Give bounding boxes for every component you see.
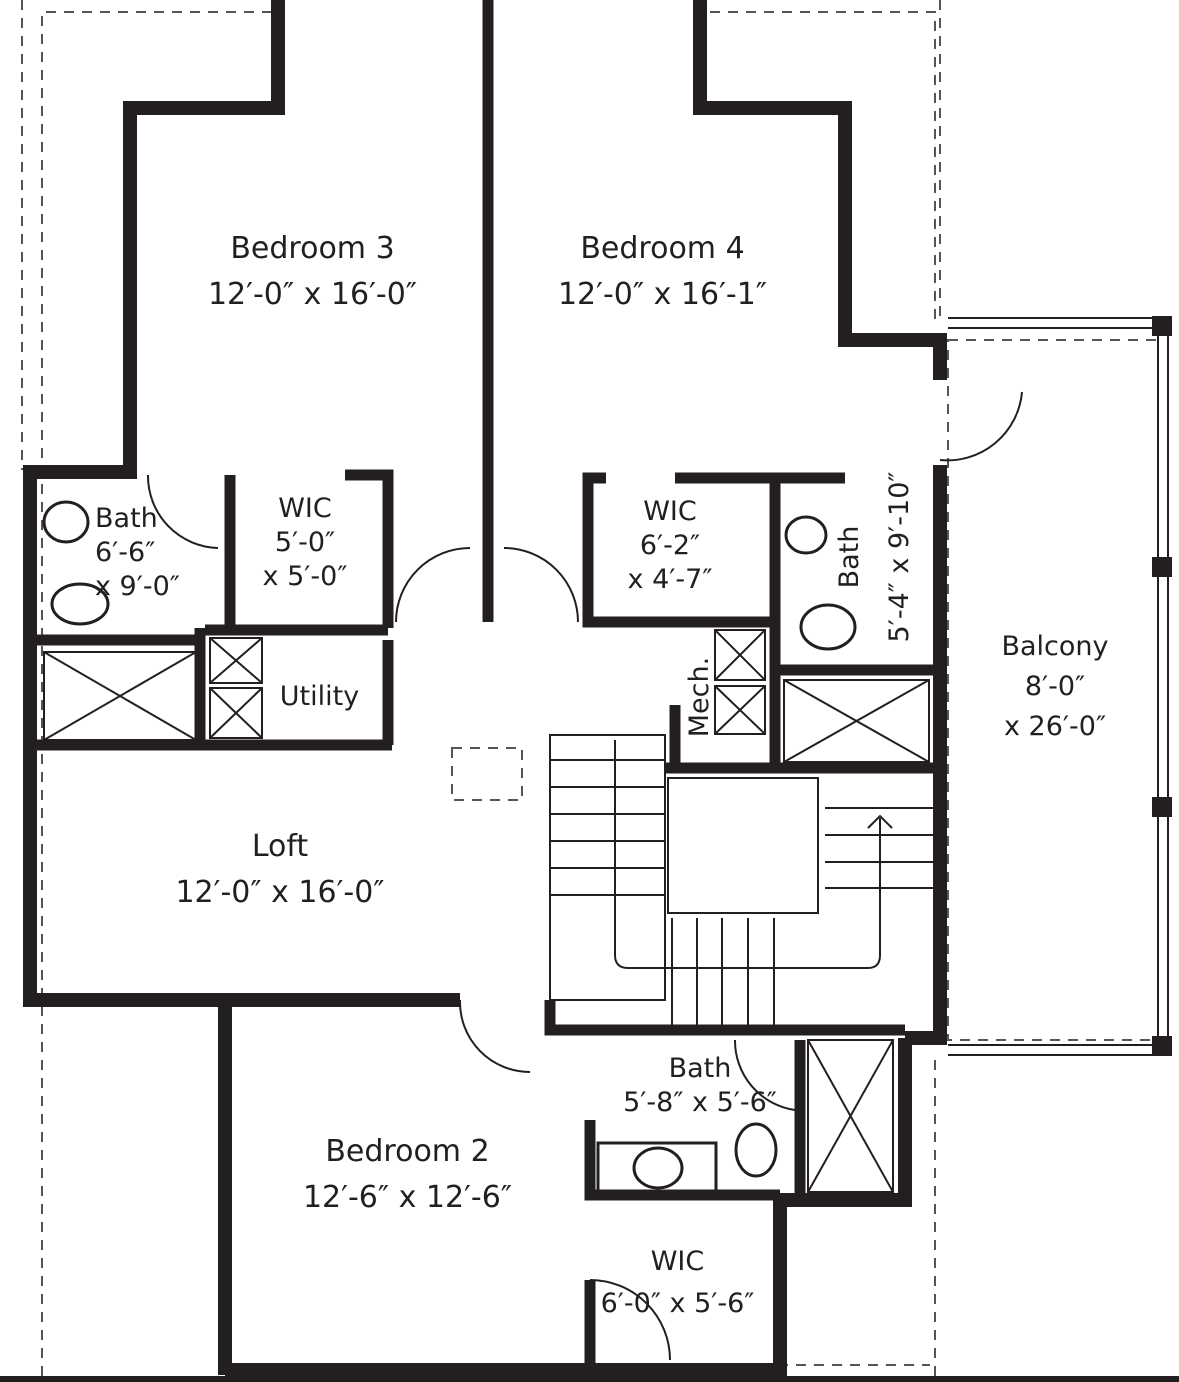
door-swings: [146, 391, 1023, 1361]
bath-fixtures: [42, 500, 857, 1195]
room-size: 12′-0″ x 16′-0″: [175, 874, 385, 910]
room-size: 6′-2″: [639, 529, 701, 561]
room-size: 12′-6″ x 12′-6″: [302, 1179, 513, 1215]
room-bath-bottom: Bath 5′-8″ x 5′-6″: [595, 1052, 805, 1120]
room-size: x 5′-0″: [262, 560, 348, 592]
room-size: x 9′-0″: [95, 570, 180, 602]
room-size: 5′-0″: [274, 526, 336, 558]
room-size: 6′-0″ x 5′-6″: [600, 1287, 755, 1319]
room-bedroom-4: Bedroom 4 12′-0″ x 16′-1″: [540, 230, 785, 313]
room-name: Bath: [95, 503, 158, 534]
room-wic-left: WIC 5′-0″ x 5′-0″: [240, 492, 370, 593]
room-size: 6′-6″: [95, 536, 156, 568]
room-name: Bedroom 3: [230, 231, 395, 266]
room-size: x 4′-7″: [627, 563, 713, 595]
room-size: 12′-0″ x 16′-0″: [207, 276, 418, 312]
room-mech: Mech.: [684, 656, 715, 738]
exterior-walls: [23, 0, 947, 1377]
room-bath-left: Bath 6′-6″ x 9′-0″: [95, 502, 205, 603]
room-name: WIC: [650, 1246, 705, 1277]
room-wic-bottom: WIC 6′-0″ x 5′-6″: [570, 1245, 785, 1321]
room-name: Utility: [279, 681, 360, 712]
room-bath-right-name: Bath: [834, 525, 865, 589]
room-name: Bath: [668, 1053, 732, 1084]
balcony-railing: [948, 317, 1169, 1056]
room-utility: Utility: [262, 680, 377, 714]
room-balcony: Balcony 8′-0″ x 26′-0″: [975, 630, 1135, 743]
room-size: x 26′-0″: [1003, 710, 1107, 742]
room-size: 5′-8″ x 5′-6″: [623, 1086, 777, 1118]
room-name: WIC: [643, 496, 697, 527]
room-name: Loft: [251, 829, 309, 864]
interior-walls: [30, 0, 940, 1375]
room-name: Bedroom 2: [325, 1134, 490, 1169]
stairs: [549, 734, 935, 1025]
room-size: 8′-0″: [1024, 670, 1086, 702]
room-size: 12′-0″ x 16′-1″: [557, 276, 768, 312]
room-bath-right-size: 5′-4″ x 9′-10″: [884, 471, 915, 643]
bottom-border: [0, 1376, 1179, 1382]
room-name: WIC: [278, 493, 332, 524]
room-wic-right: WIC 6′-2″ x 4′-7″: [600, 495, 740, 596]
room-loft: Loft 12′-0″ x 16′-0″: [150, 828, 410, 911]
room-bedroom-2: Bedroom 2 12′-6″ x 12′-6″: [280, 1133, 535, 1216]
room-name: Balcony: [1001, 631, 1109, 662]
shower-fixtures: [43, 629, 930, 1193]
room-name: Bedroom 4: [580, 231, 745, 266]
room-bedroom-3: Bedroom 3 12′-0″ x 16′-0″: [200, 230, 425, 313]
